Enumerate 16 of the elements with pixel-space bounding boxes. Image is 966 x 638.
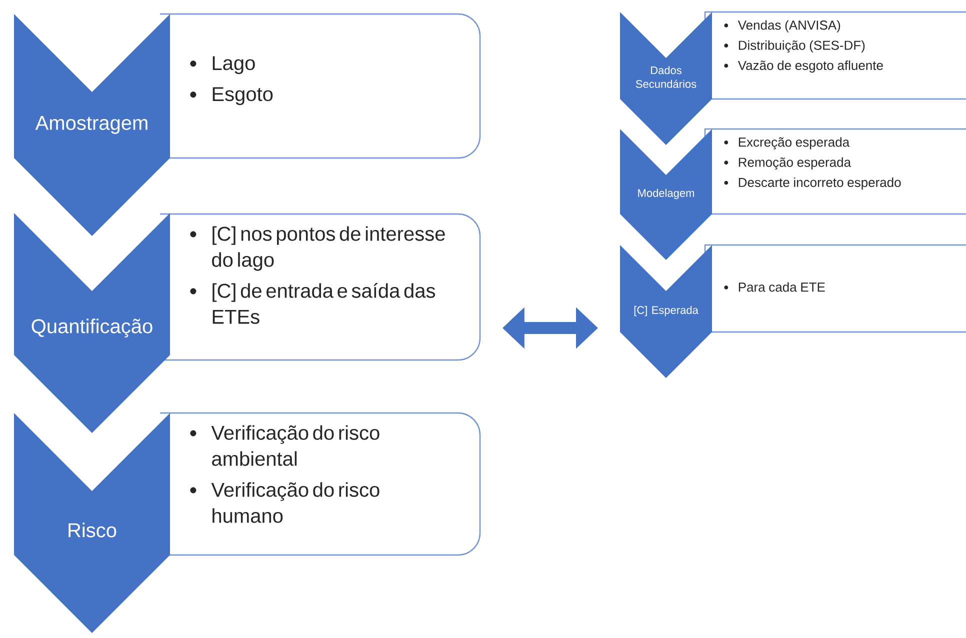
text-box bbox=[160, 412, 481, 556]
text-box bbox=[160, 13, 481, 159]
bullet-item: Para cada ETE bbox=[724, 282, 825, 292]
bullet-item: Vazão de esgoto afluente bbox=[724, 60, 883, 73]
bullet-item: Descarte incorreto esperado bbox=[724, 178, 901, 190]
bullet-item: [C] de entrada e saída das ETEs bbox=[190, 282, 436, 324]
bullet-item: Distribuição (SES-DF) bbox=[724, 40, 865, 53]
bullet-item: [C] nos pontos de interesse do lago bbox=[190, 226, 445, 271]
bullet-item: Remoção esperada bbox=[724, 157, 851, 170]
bullet-item: Vendas (ANVISA) bbox=[724, 20, 840, 32]
bullet-item: Verificação do risco ambiental bbox=[190, 425, 380, 466]
bullet-item: Lago bbox=[190, 56, 255, 74]
bullet-item: Excreção esperada bbox=[724, 137, 850, 150]
bullet-item: Verificação do risco humano bbox=[190, 482, 380, 523]
bullet-item: Esgoto bbox=[190, 87, 273, 106]
text-box bbox=[160, 213, 481, 361]
